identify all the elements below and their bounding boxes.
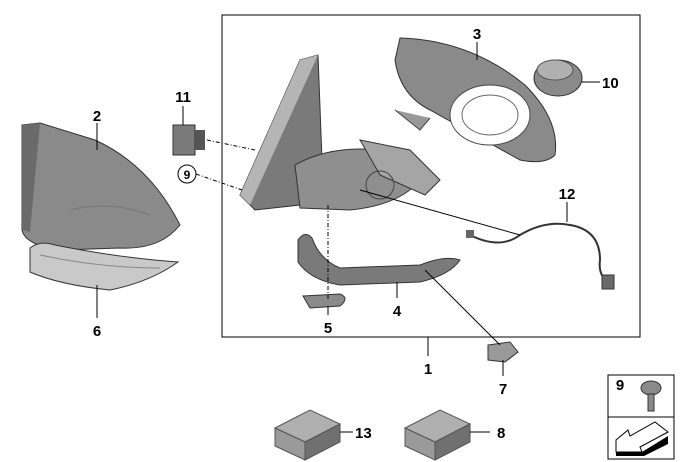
screw-inset-panel <box>607 374 675 460</box>
part-small-cover[interactable] <box>302 293 346 309</box>
callout-3: 3 <box>473 26 481 43</box>
callout-7: 7 <box>499 381 507 398</box>
part-box-8[interactable] <box>403 409 490 461</box>
callout-5: 5 <box>324 320 332 337</box>
part-lower-trim[interactable] <box>297 234 461 286</box>
part-housing-frame[interactable] <box>394 37 557 163</box>
callout-11: 11 <box>175 89 191 106</box>
callout-1: 1 <box>424 361 432 378</box>
callout-8: 8 <box>497 425 505 442</box>
callout-4: 4 <box>393 303 402 320</box>
part-wiring-harness[interactable] <box>466 222 615 290</box>
part-mirror-cap[interactable] <box>21 122 181 251</box>
part-mirror-base[interactable] <box>239 54 441 211</box>
callout-2: 2 <box>93 108 101 125</box>
callout-10: 10 <box>602 75 619 92</box>
callout-6: 6 <box>93 323 101 340</box>
assembly-frame <box>221 14 641 338</box>
arrow-icon <box>615 421 669 456</box>
callout-12: 12 <box>559 186 576 203</box>
screw-icon <box>640 380 662 412</box>
part-clip[interactable] <box>487 341 519 363</box>
inset-callout-9: 9 <box>616 377 624 394</box>
part-mirror-motor[interactable] <box>533 59 583 97</box>
part-box-13[interactable] <box>273 409 353 461</box>
part-turn-signal[interactable] <box>29 242 180 291</box>
callout-9: 9 <box>184 168 191 182</box>
part-connector[interactable] <box>172 124 205 156</box>
callout-13: 13 <box>355 425 372 442</box>
